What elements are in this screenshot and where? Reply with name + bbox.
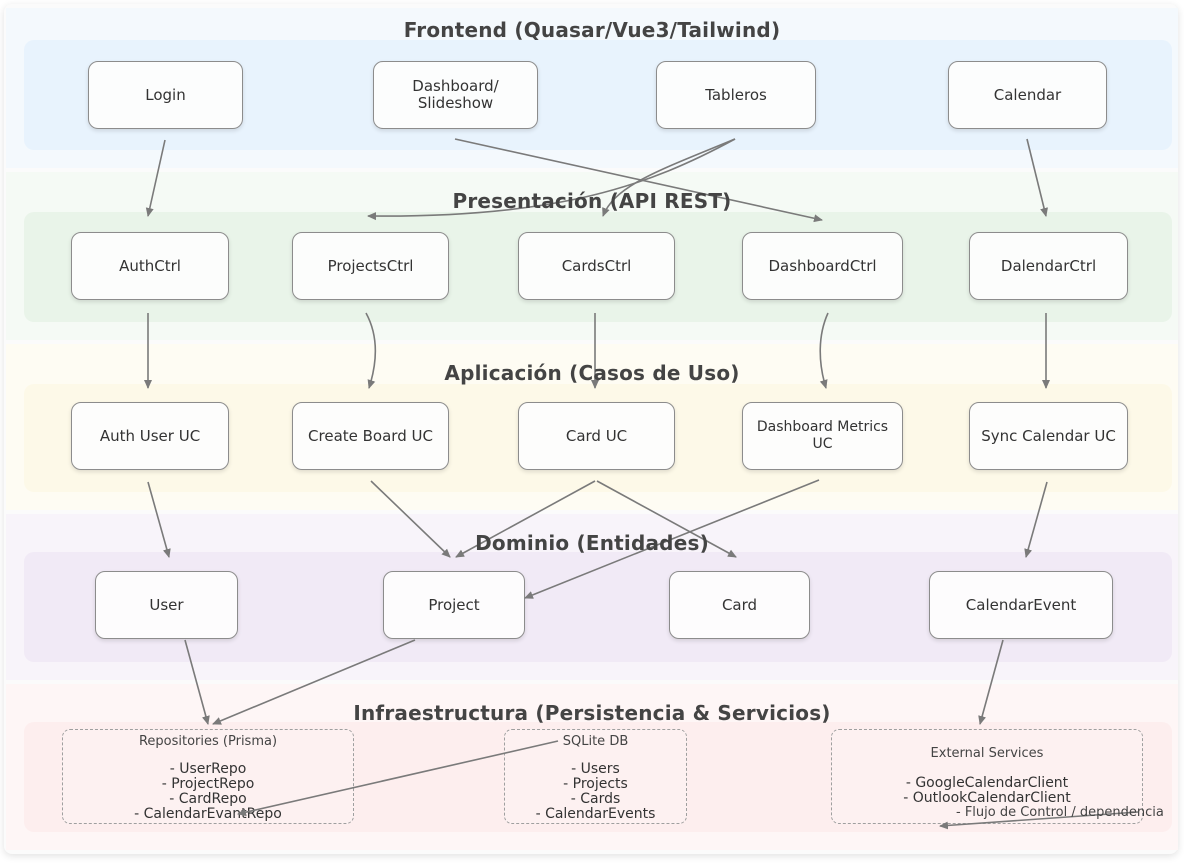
- node-login: Login: [88, 61, 243, 129]
- edge-tableros-projectsctrl: [367, 138, 736, 221]
- infra-repositories-item: - CardRepo: [169, 791, 247, 807]
- infra-external-item: - GoogleCalendarClient: [905, 775, 1069, 791]
- edge-project-repositories: [212, 639, 416, 725]
- infra-external-item: - OutlookCalendarClient: [903, 790, 1071, 806]
- node-authctrl: AuthCtrl: [71, 232, 229, 300]
- layer-title-presentacion: Presentación (API REST): [452, 189, 732, 213]
- edge-calendarevent-external: [978, 639, 1004, 725]
- node-dashboard-metrics-uc: Dashboard Metrics UC: [742, 402, 903, 470]
- node-card-uc: Card UC: [518, 402, 675, 470]
- node-user: User: [95, 571, 238, 639]
- node-card: Card: [669, 571, 810, 639]
- edge-projectsctrl-createboarduc: [365, 312, 377, 389]
- node-dalendarctrl: DalendarCtrl: [969, 232, 1128, 300]
- band-infraestructura: [24, 722, 1172, 832]
- edge-authuseruc-user: [147, 481, 171, 558]
- node-calendar: Calendar: [948, 61, 1107, 129]
- infra-sqlite-item: - Cards: [570, 791, 621, 807]
- node-create-board-uc: Create Board UC: [292, 402, 449, 470]
- node-cardsctrl: CardsCtrl: [518, 232, 675, 300]
- infra-sqlite-item: - CalendarEvents: [535, 806, 656, 822]
- edge-calendar-dalendarctrl: [1026, 138, 1048, 217]
- edge-sqlite-repositories: [237, 740, 559, 817]
- edge-dashboard-dashboardctrl: [454, 138, 823, 223]
- infra-repositories-box: Repositories (Prisma) - UserRepo - Proje…: [62, 729, 354, 824]
- infra-sqlite-item: - Projects: [563, 776, 628, 792]
- infra-sqlite-title: SQLite DB: [562, 734, 629, 749]
- edge-login-authctrl: [145, 139, 166, 217]
- layer-title-infraestructura: Infraestructura (Persistencia & Servicio…: [353, 701, 831, 725]
- legend-text: - Flujo de Control / dependencia: [956, 805, 1164, 820]
- edge-tableros-cardsctrl: [602, 138, 736, 217]
- layer-title-aplicacion: Aplicación (Casos de Uso): [444, 361, 740, 385]
- infra-repositories-item: - UserRepo: [169, 761, 247, 777]
- layer-title-frontend: Frontend (Quasar/Vue3/Tailwind): [403, 18, 781, 42]
- infra-repositories-title: Repositories (Prisma): [138, 734, 278, 749]
- legend-arrow: [939, 811, 1139, 830]
- node-dashboard-slideshow: Dashboard/ Slideshow: [373, 61, 538, 129]
- infra-repositories-item: - ProjectRepo: [161, 776, 255, 792]
- infra-external-title: External Services: [930, 746, 1044, 761]
- layer-title-dominio: Dominio (Entidades): [475, 531, 709, 555]
- infra-sqlite-box: SQLite DB - Users - Projects - Cards - C…: [504, 729, 687, 824]
- edge-user-repositories: [184, 639, 210, 725]
- infra-sqlite-item: - Users: [571, 761, 620, 777]
- edge-syncuc-calendarevent: [1024, 481, 1048, 558]
- node-calendarevent: CalendarEvent: [929, 571, 1113, 639]
- node-auth-user-uc: Auth User UC: [71, 402, 229, 470]
- node-sync-calendar-uc: Sync Calendar UC: [969, 402, 1128, 470]
- node-dashboardctrl: DashboardCtrl: [742, 232, 903, 300]
- node-project: Project: [383, 571, 525, 639]
- edge-dashboardctrl-metricsuc: [819, 312, 829, 389]
- node-tableros: Tableros: [656, 61, 816, 129]
- edge-carduc-card: [596, 480, 737, 558]
- edge-createboarduc-project: [370, 480, 451, 558]
- infra-external-box: External Services - GoogleCalendarClient…: [831, 729, 1143, 824]
- edge-carduc-project: [455, 480, 596, 558]
- edge-metricsuc-project: [524, 479, 820, 599]
- node-projectsctrl: ProjectsCtrl: [292, 232, 449, 300]
